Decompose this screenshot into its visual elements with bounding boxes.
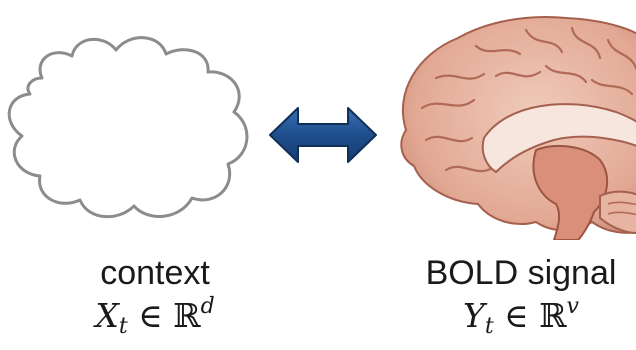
context-cloud <box>0 0 260 230</box>
brain-icon <box>400 15 636 240</box>
bold-set: ℝ <box>539 296 567 335</box>
context-label: context <box>100 254 210 292</box>
context-dimension: d <box>200 294 215 319</box>
cloud-icon <box>7 36 249 219</box>
bold-signal-formula: Yt ∈ ℝv <box>406 296 636 338</box>
element-of-symbol: ∈ <box>138 296 163 335</box>
brainstem <box>532 144 609 240</box>
corpus-callosum <box>481 103 636 174</box>
double-arrow-icon <box>269 107 377 163</box>
context-subscript: t <box>118 314 128 339</box>
cerebellum-folds <box>607 201 636 216</box>
context-symbol: X <box>95 296 119 335</box>
arrow-shape <box>269 107 377 163</box>
bidirectional-arrow <box>268 100 378 170</box>
bold-dimension: v <box>566 294 579 319</box>
bold-signal-label: BOLD signal <box>425 254 617 292</box>
brain-illustration <box>386 0 636 240</box>
brain-folds <box>420 26 636 173</box>
context-set: ℝ <box>173 296 201 335</box>
context-formula: Xt ∈ ℝd <box>55 296 255 338</box>
element-of-symbol-2: ∈ <box>504 296 529 335</box>
bold-symbol: Y <box>463 296 485 335</box>
bold-subscript: t <box>484 314 494 339</box>
cloud-outline <box>7 36 249 219</box>
